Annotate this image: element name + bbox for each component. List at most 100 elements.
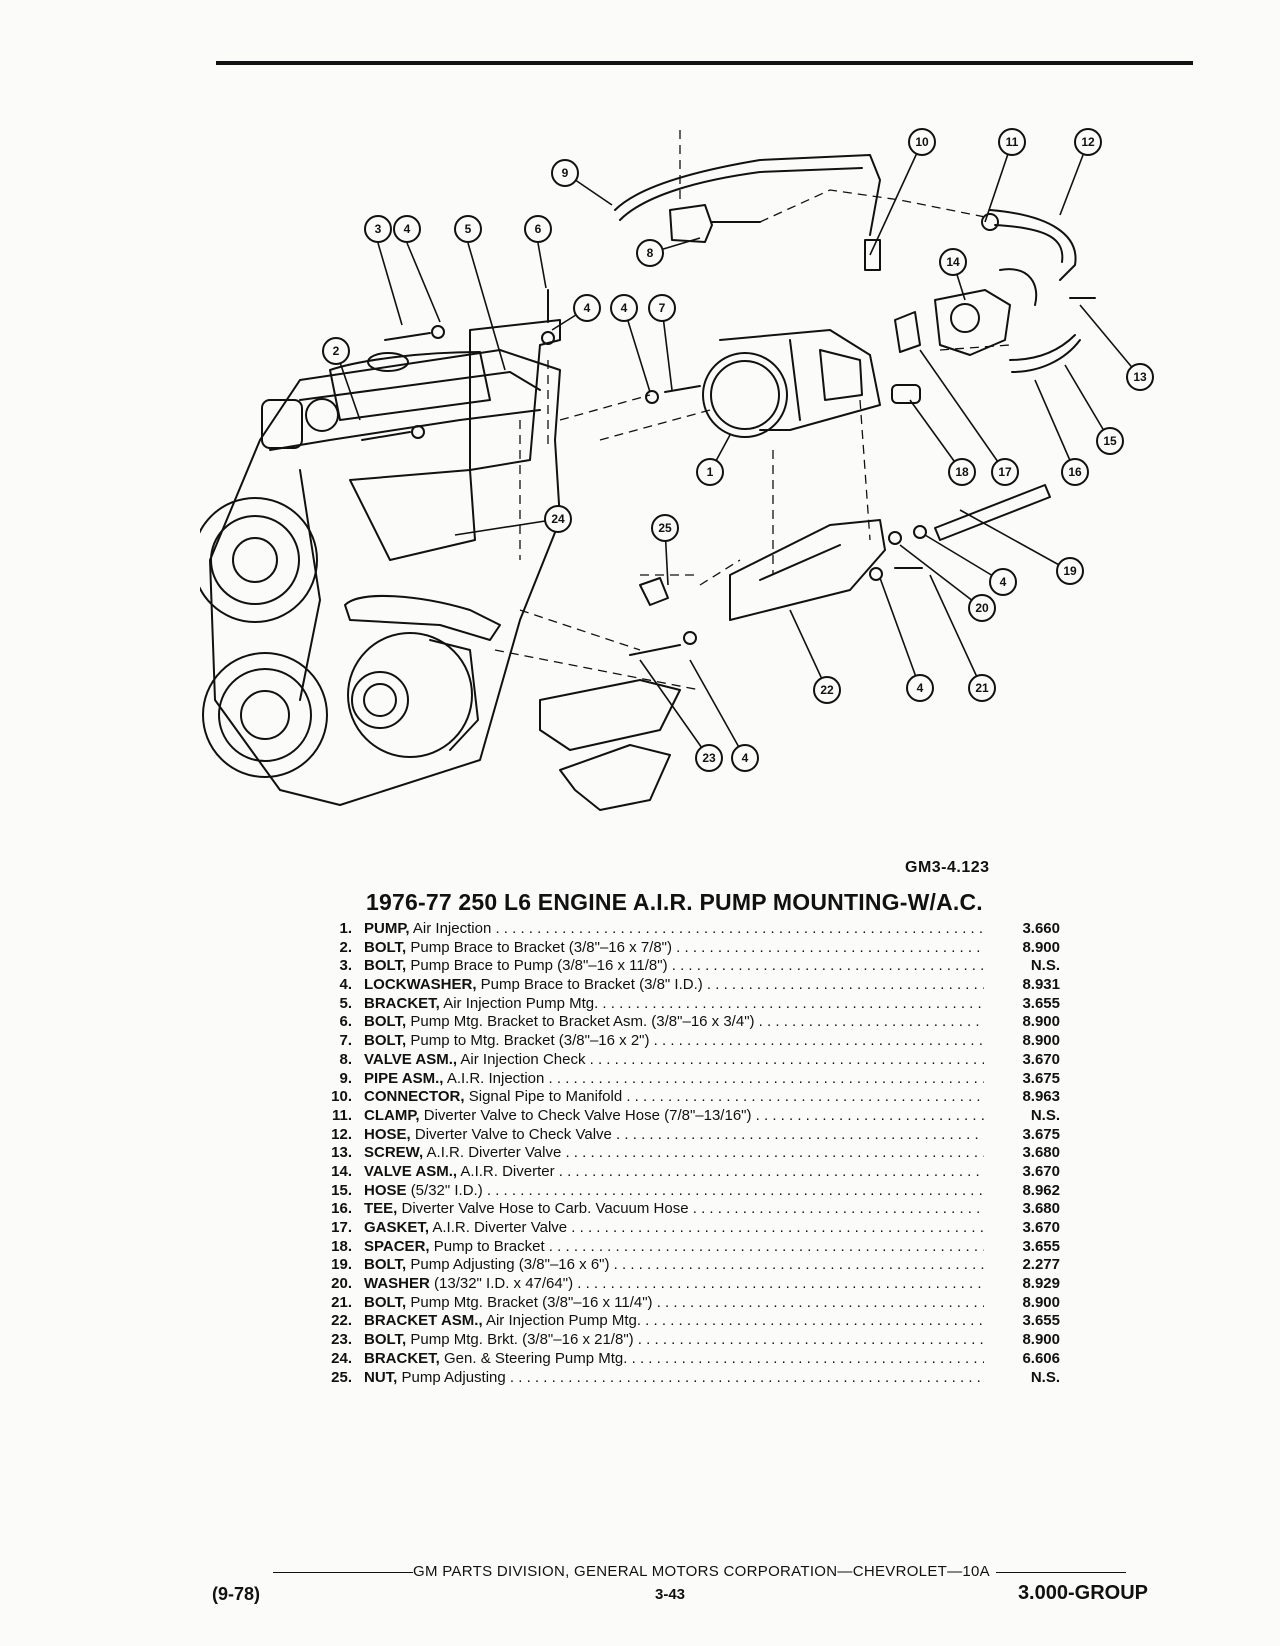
part-detail: Air Injection [412, 920, 492, 937]
part-group-code: 8.962 [1022, 1181, 1060, 1199]
callout-25: 25 [658, 521, 672, 535]
part-group-code: 3.670 [1022, 1219, 1060, 1236]
part-description: SCREW, A.I.R. Diverter Valve . . . . . .… [364, 1144, 984, 1163]
part-group-code: 8.900 [1022, 1013, 1060, 1031]
thermostat-housing [261, 399, 303, 449]
dot-leader: . . . . . . . . . . . . . . . . . . . . … [565, 1144, 984, 1162]
part-number: 8. [339, 1050, 352, 1068]
part-row: 17.GASKET, A.I.R. Diverter Valve . . . .… [300, 1219, 1060, 1238]
part-group-code: 3.670 [1022, 1162, 1060, 1180]
part-detail: Diverter Valve to Check Valve [414, 1125, 612, 1143]
callout-24: 24 [551, 512, 565, 526]
part-name: HOSE, [364, 1125, 411, 1143]
part-group-code: N.S. [1030, 1106, 1060, 1124]
part-group-code: 3.655 [1022, 1312, 1060, 1330]
hose-12 [989, 209, 1077, 281]
part-group-code: 6.606 [1022, 1349, 1060, 1367]
part-row: 8.VALVE ASM., Air Injection Check . . . … [300, 1051, 1060, 1070]
check-valve-8 [669, 204, 713, 243]
callout-4: 4 [1000, 575, 1007, 589]
dot-leader: . . . . . . . . . . . . . . . . . . . . … [671, 957, 984, 975]
part-number: 1. [339, 920, 352, 937]
part-detail: Pump Adjusting [401, 1368, 506, 1386]
part-number: 9. [339, 1069, 352, 1087]
footer-division: GM PARTS DIVISION, GENERAL MOTORS CORPOR… [212, 1563, 1187, 1580]
dot-leader: . . . . . . . . . . . . . . . . . . . . … [676, 938, 984, 956]
part-name: PUMP, [364, 920, 410, 937]
part-number: 5. [339, 994, 352, 1012]
bolt-7 [664, 385, 701, 393]
callout-13: 13 [1133, 370, 1147, 384]
part-group-code: 8.900 [1022, 1032, 1060, 1050]
part-name: TEE, [364, 1200, 398, 1218]
part-name: BRACKET ASM., [364, 1312, 483, 1330]
alternator [347, 632, 473, 758]
part-detail: A.I.R. Diverter Valve [432, 1219, 568, 1236]
part-description: SPACER, Pump to Bracket . . . . . . . . … [364, 1238, 984, 1257]
callout-6: 6 [535, 222, 542, 236]
dot-leader: . . . . . . . . . . . . . . . . . . . . … [505, 1368, 984, 1386]
part-group-code: 8.900 [1022, 938, 1060, 956]
dot-leader: . . . . . . . . . . . . . . . . . . . . … [589, 1050, 984, 1068]
footer-rule-left [273, 1571, 414, 1573]
part-number: 11. [331, 1106, 352, 1124]
part-detail: A.I.R. Diverter [460, 1162, 555, 1180]
air-pump-pulley [702, 352, 788, 438]
dot-leader: . . . . . . . . . . . . . . . . . . . . … [656, 1293, 984, 1311]
clamp-11 [981, 213, 999, 231]
callout-10: 10 [915, 135, 929, 149]
part-group-code: 3.655 [1022, 994, 1060, 1012]
valve-cover [329, 351, 491, 421]
part-name: NUT, [364, 1368, 398, 1386]
part-number: 18. [331, 1237, 352, 1255]
part-description: BRACKET, Air Injection Pump Mtg. . . . .… [364, 995, 984, 1014]
callout-17: 17 [998, 465, 1012, 479]
dot-leader: . . . . . . . . . . . . . . . . . . . . … [758, 1013, 984, 1031]
part-description: CONNECTOR, Signal Pipe to Manifold . . .… [364, 1088, 984, 1107]
part-detail: Diverter Valve to Check Valve Hose (7/8"… [423, 1106, 752, 1124]
part-name: BOLT, [364, 1013, 407, 1031]
footer-division-text: GM PARTS DIVISION, GENERAL MOTORS CORPOR… [413, 1563, 990, 1580]
part-detail: Air Injection Pump Mtg. [443, 994, 599, 1012]
part-row: 3.BOLT, Pump Brace to Pump (3/8"–16 x 11… [300, 957, 1060, 976]
part-group-code: 8.931 [1022, 976, 1060, 994]
dot-leader: . . . . . . . . . . . . . . . . . . . . … [692, 1200, 984, 1218]
part-name: CLAMP, [364, 1106, 420, 1124]
part-group-code: 3.680 [1022, 1144, 1060, 1162]
part-group-code: 3.670 [1022, 1050, 1060, 1068]
dot-leader: . . . . . . . . . . . . . . . . . . . . … [706, 976, 984, 994]
part-detail: Gen. & Steering Pump Mtg. [444, 1349, 628, 1367]
part-detail: Pump Brace to Pump (3/8"–16 x 11/8") [410, 957, 668, 975]
diverter-valve-14 [934, 289, 1011, 356]
callout-4: 4 [404, 222, 411, 236]
part-row: 22.BRACKET ASM., Air Injection Pump Mtg.… [300, 1312, 1060, 1331]
parts-list: 1. PUMP, Air Injection . . . . . . . . . … [300, 920, 1060, 1387]
spacer-18 [891, 384, 921, 404]
crank-pulley-lower [202, 652, 328, 778]
part-number: 22. [331, 1312, 352, 1330]
callout-4: 4 [742, 751, 749, 765]
page-number: 3-43 [654, 1586, 686, 1603]
part-group-code: 3.675 [1022, 1069, 1060, 1087]
connector-10 [864, 239, 881, 271]
part-detail: Air Injection Check [460, 1050, 586, 1068]
part-detail: Pump Mtg. Bracket (3/8"–16 x 11/4") [410, 1293, 653, 1311]
callout-8: 8 [647, 246, 654, 260]
dot-leader: . . . . . . . . . . . . . . . . . . . . … [491, 920, 984, 937]
part-number: 10. [331, 1088, 352, 1106]
part-number: 16. [331, 1200, 352, 1218]
part-group-code: 8.900 [1022, 1331, 1060, 1349]
part-row: 11. CLAMP, Diverter Valve to Check Valve … [300, 1107, 1060, 1126]
part-detail: Pump Adjusting (3/8"–16 x 6") [410, 1256, 610, 1274]
callout-11: 11 [1006, 135, 1019, 149]
dot-leader: . . . . . . . . . . . . . . . . . . . . … [653, 1032, 984, 1050]
part-detail: A.I.R. Injection [446, 1069, 545, 1087]
dot-leader: . . . . . . . . . . . . . . . . . . . . … [616, 1125, 984, 1143]
pipe-9 [614, 154, 881, 236]
part-description: BOLT, Pump Brace to Pump (3/8"–16 x 11/8… [364, 957, 984, 976]
part-row: 5. BRACKET, Air Injection Pump Mtg. . . .… [300, 995, 1060, 1014]
part-number: 23. [331, 1331, 352, 1349]
callout-20: 20 [975, 601, 989, 615]
part-number: 12. [331, 1125, 352, 1143]
bolt-2 [361, 431, 411, 441]
